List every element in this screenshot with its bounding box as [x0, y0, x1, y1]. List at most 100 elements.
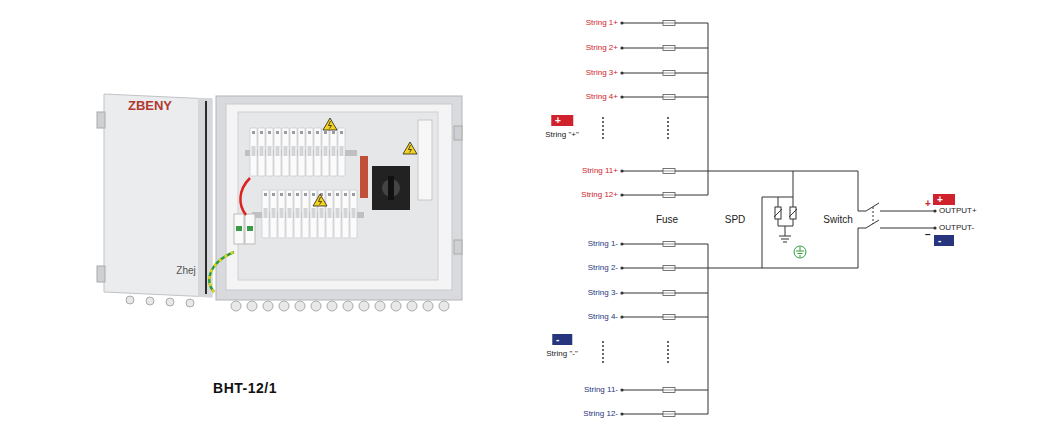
cable-glands — [186, 299, 194, 307]
fuse-holders — [306, 128, 313, 176]
terminal-dot — [620, 291, 623, 294]
ellipsis-dots — [602, 357, 604, 359]
fuse-holders — [330, 128, 337, 176]
terminal-dot — [620, 21, 623, 24]
cable-glands — [375, 301, 385, 311]
string-label: String 4- — [588, 312, 618, 321]
fuse-holders — [278, 190, 285, 238]
ellipsis-dots — [667, 345, 669, 347]
polarity-box: - — [934, 235, 954, 246]
string-wire — [622, 23, 935, 211]
output-label: OUTPUT- — [939, 223, 974, 232]
polarity-box: - — [552, 334, 572, 345]
terminal-dot — [620, 315, 623, 318]
cable-glands — [166, 298, 174, 306]
fuse-symbols — [663, 291, 675, 296]
ellipsis-dots — [667, 117, 669, 119]
cable-glands — [343, 301, 353, 311]
cable-glands — [439, 301, 449, 311]
warning-signs — [313, 118, 417, 206]
wires — [209, 178, 250, 292]
surge-modules — [247, 226, 253, 231]
terminal-dot — [620, 388, 623, 391]
warning-signs — [313, 194, 327, 206]
fuse-symbols — [663, 315, 675, 320]
string-label: String 2- — [588, 263, 618, 272]
switch-symbol — [866, 203, 879, 228]
cable-glands — [295, 301, 305, 311]
earth-symbol — [794, 246, 806, 258]
enclosure-door — [97, 94, 212, 297]
ellipsis-dots — [602, 133, 604, 135]
disconnect-switch — [388, 176, 394, 200]
cable-glands — [126, 296, 449, 311]
fuse-holders — [250, 128, 357, 238]
fuse-symbols — [663, 95, 675, 100]
enclosure-body — [216, 96, 462, 300]
enclosure-door — [97, 112, 105, 128]
component-label: SPD — [725, 214, 746, 226]
polarity-tag: - String "-" — [546, 334, 577, 359]
terminal-dot — [620, 412, 623, 415]
fuse-holders — [274, 128, 281, 176]
fuse-holders — [334, 190, 341, 238]
ellipsis-dots — [602, 345, 604, 347]
cable-glands — [231, 301, 241, 311]
polarity-caption: String "+" — [545, 130, 578, 140]
ellipsis-dots — [667, 349, 669, 351]
fuse-holders — [302, 190, 309, 238]
spd-symbol — [762, 171, 793, 268]
fuse-symbols — [663, 412, 675, 417]
switch-symbol — [866, 203, 879, 228]
string-label: String 3- — [588, 288, 618, 297]
polarity-tag: +String "+" — [545, 115, 578, 140]
surge-modules — [234, 214, 244, 244]
disconnect-switch — [360, 156, 410, 210]
output-label: OUTPUT+ — [939, 206, 977, 215]
polarity-sign: + — [925, 198, 931, 210]
polarity-caption: String "-" — [546, 349, 577, 359]
fuse-holders — [298, 128, 305, 176]
cable-glands — [263, 301, 273, 311]
cable-glands — [279, 301, 289, 311]
ellipsis-dots — [667, 353, 669, 355]
fuse-holders — [250, 128, 257, 176]
component-label: Fuse — [656, 214, 678, 226]
maker-mark: Zhej — [176, 265, 195, 277]
surge-modules — [245, 214, 255, 244]
fuse-holders — [326, 190, 333, 238]
fuse-symbols — [663, 46, 675, 51]
fuse-holders — [266, 128, 273, 176]
enclosure-door — [198, 98, 212, 297]
ellipsis-dots — [602, 137, 604, 139]
spd-symbol — [774, 209, 797, 217]
ellipsis-dots — [602, 361, 604, 363]
string-label: String 3+ — [586, 68, 618, 77]
string-label: String 4+ — [586, 92, 618, 101]
fuse-symbols — [663, 169, 675, 174]
ellipsis-dots — [667, 361, 669, 363]
terminal-dot — [620, 71, 623, 74]
fuse-symbols — [663, 242, 675, 247]
fuse-holders — [290, 128, 297, 176]
fuse-holders — [262, 190, 269, 238]
terminal-dot — [933, 226, 936, 229]
spd-symbol — [778, 219, 793, 242]
string-label: String 12- — [583, 409, 618, 418]
cable-glands — [126, 296, 134, 304]
string-wire — [622, 23, 935, 414]
terminal-dot — [620, 46, 623, 49]
surge-modules — [236, 226, 242, 231]
ellipsis-dots — [602, 129, 604, 131]
product-caption: BHT-12/1 — [213, 380, 277, 396]
terminal-dot — [620, 193, 623, 196]
enclosure-body — [454, 240, 462, 254]
earth-symbol — [794, 246, 806, 258]
fuse-holders — [338, 128, 345, 176]
switch-symbol — [873, 207, 874, 224]
string-wire — [622, 228, 935, 414]
enclosure-body — [216, 96, 462, 300]
disconnect-switch — [372, 166, 410, 210]
